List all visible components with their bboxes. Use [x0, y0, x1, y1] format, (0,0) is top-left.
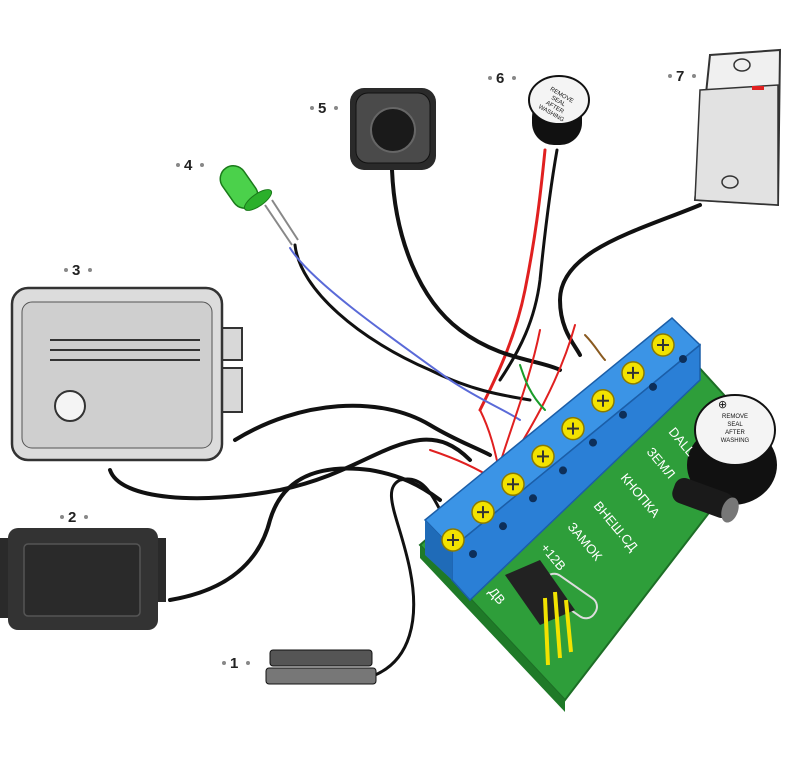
- led: [219, 165, 299, 246]
- led-wire-black: [293, 243, 532, 402]
- terminal-wire-hole: [469, 550, 477, 558]
- reed-bottom: [265, 667, 377, 685]
- push-button: [350, 88, 436, 170]
- callout-7: 7: [668, 68, 696, 85]
- controller-board: REMOVE SEAL AFTER WASHING ⊕ DALL ЗЕМЛ КН…: [418, 316, 777, 712]
- capacitor: [672, 477, 739, 523]
- led-lead-2: [271, 199, 299, 241]
- led-wire-blue: [289, 247, 521, 421]
- small-buzzer: REMOVE SEAL AFTER WASHING: [528, 75, 590, 145]
- jumper-pin-2: [553, 591, 562, 659]
- psu-cable: [168, 466, 442, 602]
- pcb-edge: [420, 545, 565, 712]
- jumper-pin-1: [543, 597, 550, 666]
- terminal-wire-hole: [499, 522, 507, 531]
- electric-lock: [10, 286, 243, 462]
- reed-switch: [265, 649, 377, 685]
- board-buzzer: REMOVE SEAL AFTER WASHING ⊕: [687, 394, 777, 505]
- psu-face: [23, 543, 141, 617]
- button-cable: [390, 168, 562, 372]
- capacitor-end: [721, 497, 739, 523]
- lock-cylinder: [54, 390, 86, 422]
- callout-2: 2: [60, 509, 88, 526]
- callout-5-text: 5: [318, 100, 326, 117]
- terminal-screws: [441, 333, 687, 558]
- terminal-wire-hole: [529, 494, 537, 503]
- callout-6-text: 6: [496, 70, 504, 87]
- jumper-header: [505, 560, 575, 666]
- callout-1: 1: [222, 655, 250, 672]
- power-supply: [0, 528, 166, 630]
- buzzer-wire-red: [478, 148, 547, 412]
- jumper-pin-3: [564, 599, 573, 653]
- board-buzzer-text-4: WASHING: [721, 438, 750, 444]
- callout-3-text: 3: [72, 262, 80, 279]
- small-buzzer-top: [528, 75, 590, 125]
- callout-2-text: 2: [68, 509, 76, 526]
- buzzer-wire-black: [498, 148, 559, 382]
- callout-5: 5: [310, 100, 338, 117]
- brown-wire: [584, 334, 606, 361]
- green-wire: [519, 364, 546, 411]
- callout-3: 3: [64, 262, 92, 279]
- reader-cable: [557, 203, 702, 357]
- terminal-wire-hole: [679, 355, 687, 363]
- lock-cable: [108, 437, 472, 501]
- callouts: 1 2 3 4 5 6 7: [60, 68, 696, 672]
- plus-mark-icon: ⊕: [718, 398, 727, 411]
- capacitor-body: [672, 477, 734, 519]
- board-buzzer-top: [694, 394, 776, 466]
- reader-led: [752, 86, 764, 90]
- terminal-wire-hole: [649, 382, 657, 391]
- reed-cable: [373, 477, 442, 677]
- lock-cable-upper: [233, 403, 492, 457]
- reed-top: [269, 649, 373, 667]
- reader-screw-bottom: [721, 175, 739, 189]
- reader-screw-top: [733, 58, 751, 72]
- led-lead-1: [264, 204, 293, 246]
- callout-4-text: 4: [184, 157, 193, 174]
- terminal-block-side: [425, 520, 452, 580]
- callout-1-text: 1: [230, 655, 238, 672]
- board-buzzer-text-3: AFTER: [725, 430, 745, 436]
- reader-bevel: [694, 84, 779, 206]
- terminal-wire-hole: [559, 466, 567, 475]
- board-buzzer-text-1: REMOVE: [722, 414, 748, 420]
- terminal-wire-hole: [619, 410, 627, 419]
- callout-4: 4: [176, 157, 204, 174]
- lock-face: [21, 301, 213, 449]
- board-buzzer-text-2: SEAL: [727, 422, 743, 428]
- terminal-wire-hole: [589, 438, 597, 447]
- terminal-block: [423, 316, 702, 602]
- led-flange: [243, 189, 273, 211]
- card-reader: [693, 48, 782, 207]
- callout-6: 6: [488, 70, 516, 87]
- button-cap: [370, 107, 416, 153]
- callout-7-text: 7: [676, 68, 684, 85]
